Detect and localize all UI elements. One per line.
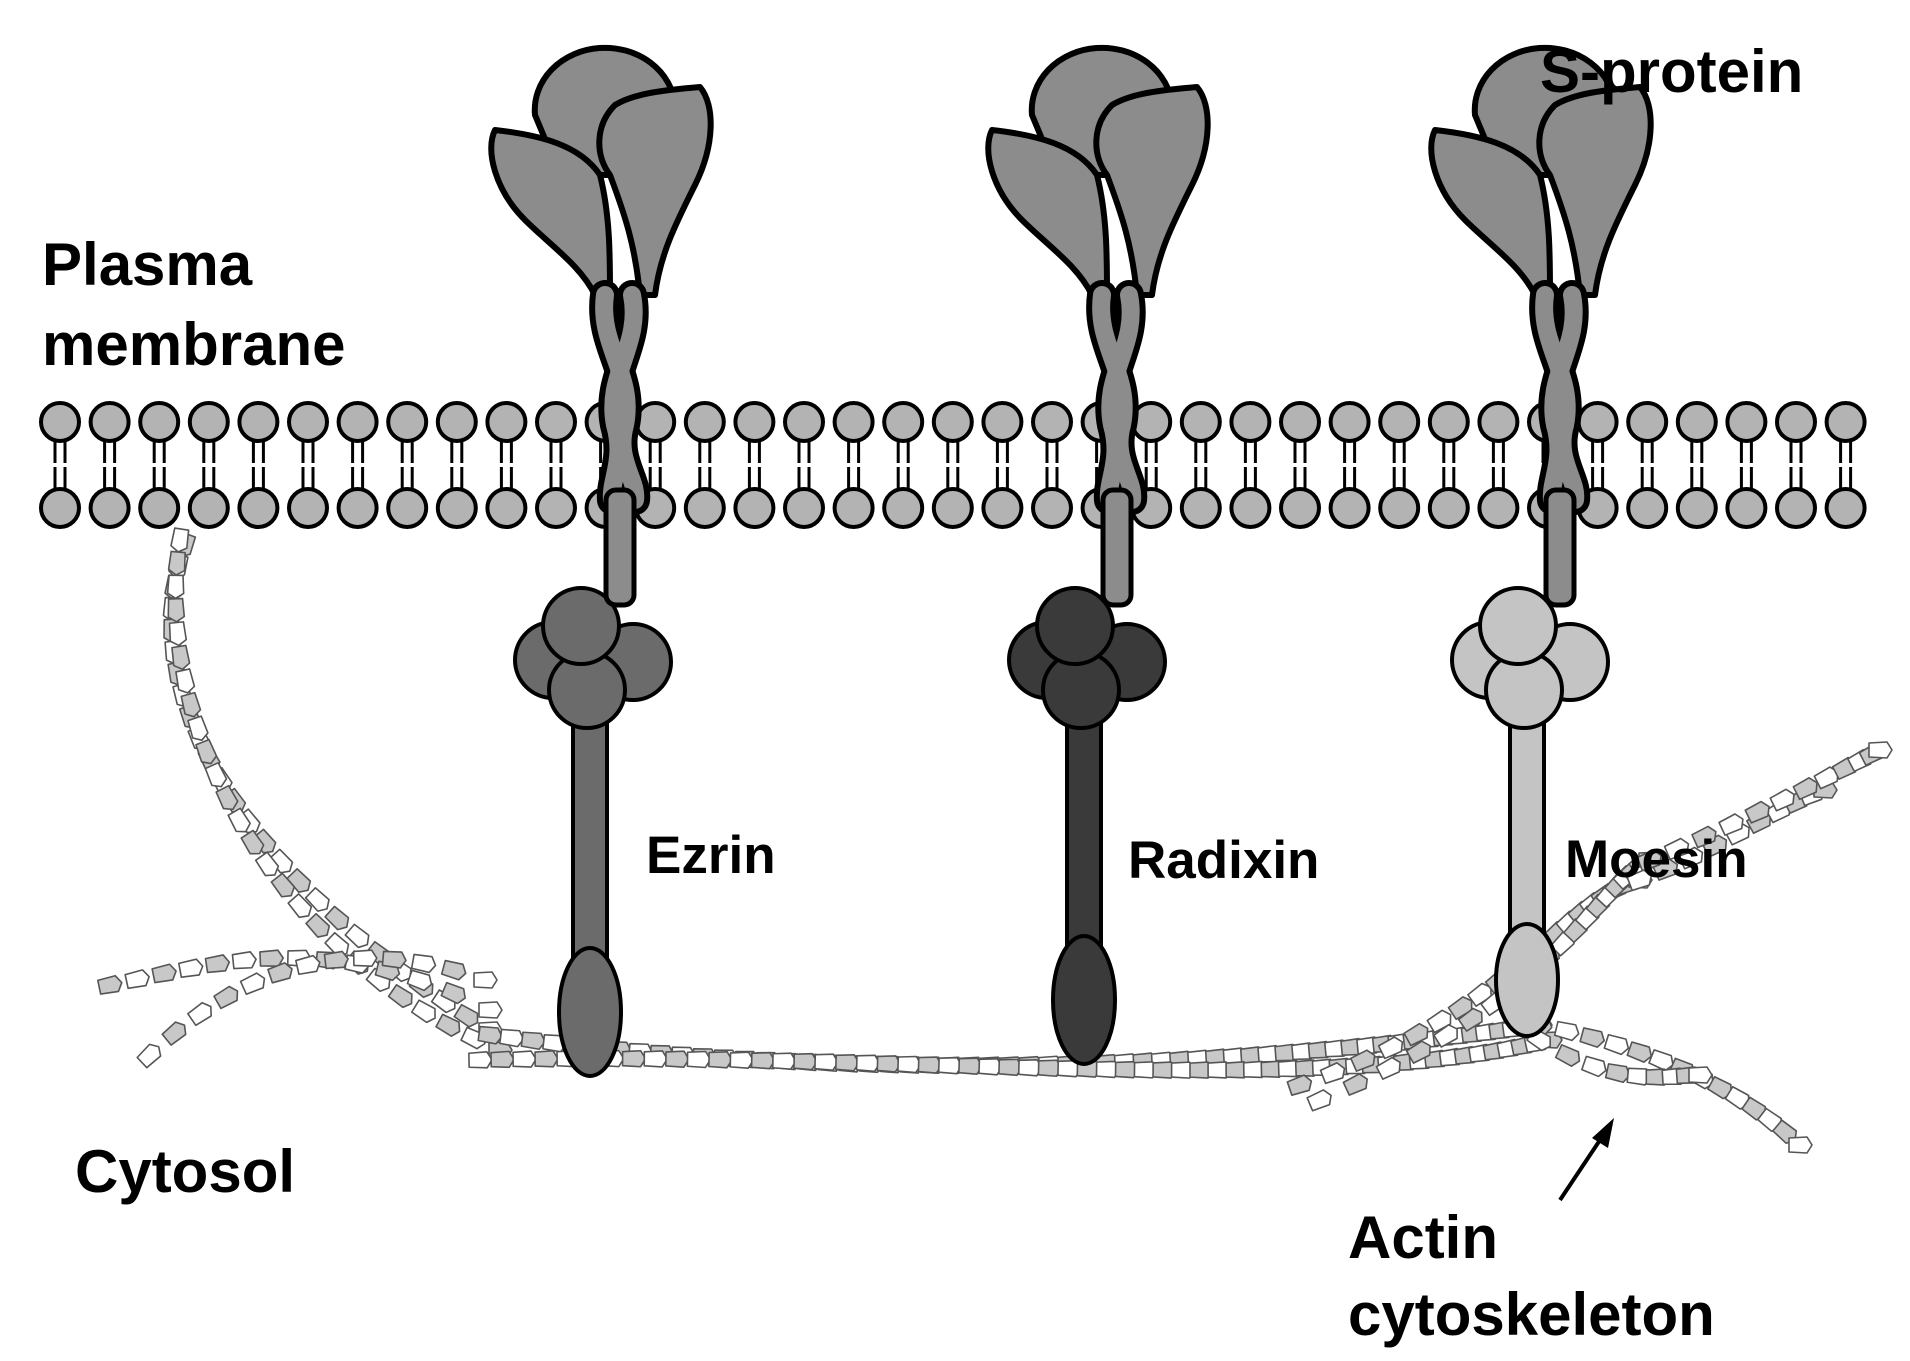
actin-monomer-icon bbox=[1342, 1070, 1372, 1097]
actin-monomer-icon bbox=[686, 1050, 712, 1069]
phospholipid-icon bbox=[485, 401, 528, 529]
phospholipid-icon bbox=[1477, 401, 1520, 529]
s-protein-label: S-protein bbox=[1540, 38, 1803, 105]
phospholipid-icon bbox=[1179, 401, 1222, 529]
actin-monomer-icon bbox=[239, 970, 269, 996]
phospholipid-icon bbox=[981, 401, 1024, 529]
actin-monomer-icon bbox=[855, 1053, 881, 1073]
actin-monomer-icon bbox=[665, 1050, 690, 1069]
actin-monomer-icon bbox=[167, 620, 188, 648]
plasma-membrane-bilayer bbox=[39, 401, 1867, 529]
actin-monomer-icon bbox=[231, 950, 258, 971]
actin-monomer-icon bbox=[151, 962, 179, 985]
radixin-label: Radixin bbox=[1128, 831, 1319, 890]
actin-monomer-icon bbox=[160, 1018, 191, 1047]
actin-monomer-icon bbox=[166, 574, 185, 600]
actin-monomer-icon bbox=[352, 949, 378, 968]
actin-monomer-icon bbox=[534, 1049, 559, 1068]
plasma-membrane-label-line1: Plasma bbox=[42, 231, 253, 298]
phospholipid-icon bbox=[386, 401, 429, 529]
phospholipid-icon bbox=[832, 401, 875, 529]
actin-monomer-icon bbox=[793, 1052, 819, 1071]
actin-monomer-icon bbox=[1554, 1043, 1584, 1070]
cytosol-label: Cytosol bbox=[75, 1138, 295, 1205]
phospholipid-icon bbox=[39, 401, 81, 529]
actin-monomer-icon bbox=[814, 1052, 840, 1072]
actin-monomer-icon bbox=[1868, 741, 1893, 759]
phospholipid-icon bbox=[1328, 401, 1371, 529]
phospholipid-icon bbox=[287, 401, 329, 529]
plasma-membrane-label-line2: membrane bbox=[42, 311, 345, 378]
actin-monomer-icon bbox=[186, 999, 217, 1027]
ezrin-label: Ezrin bbox=[646, 826, 776, 885]
radixin-protein bbox=[1007, 586, 1167, 1066]
actin-monomer-icon bbox=[750, 1051, 776, 1070]
phospholipid-icon bbox=[1229, 401, 1272, 529]
actin-monomer-icon bbox=[440, 958, 469, 982]
actin-monomer-icon bbox=[512, 1050, 538, 1069]
phospholipid-icon bbox=[1725, 401, 1768, 529]
actin-monomer-icon bbox=[410, 952, 438, 975]
phospholipid-icon bbox=[733, 401, 776, 529]
pointer-arrow-icon bbox=[1558, 1118, 1614, 1202]
actin-monomer-icon bbox=[473, 971, 498, 989]
phospholipid-icon bbox=[138, 401, 181, 529]
phospholipid-icon bbox=[1626, 401, 1669, 529]
phospholipid-icon bbox=[1824, 401, 1867, 529]
actin-monomer-icon bbox=[490, 1050, 516, 1069]
actin-monomer-icon bbox=[478, 1001, 503, 1019]
moesin-protein bbox=[1450, 586, 1610, 1038]
phospholipid-icon bbox=[1775, 401, 1817, 529]
actin-monomer-icon bbox=[1603, 1032, 1632, 1057]
phospholipid-icon bbox=[783, 401, 825, 529]
actin-monomer-icon bbox=[708, 1050, 733, 1069]
actin-monomer-icon bbox=[1580, 1054, 1610, 1079]
phospholipid-icon bbox=[1031, 401, 1073, 529]
actin-monomer-icon bbox=[135, 1040, 166, 1070]
phospholipid-icon bbox=[435, 401, 478, 529]
ezrin-protein bbox=[513, 586, 673, 1078]
phospholipid-icon bbox=[931, 401, 974, 529]
actin-monomer-icon bbox=[771, 1051, 797, 1071]
phospholipid-icon bbox=[535, 401, 577, 529]
actin-monomer-icon bbox=[1579, 1026, 1608, 1050]
actin-cytoskeleton-label-line1: Actin bbox=[1348, 1204, 1498, 1271]
actin-monomer-icon bbox=[212, 983, 243, 1011]
actin-monomer-icon bbox=[1305, 1087, 1335, 1113]
actin-monomer-icon bbox=[834, 1053, 861, 1072]
phospholipid-icon bbox=[336, 401, 379, 529]
phospholipid-icon bbox=[1378, 401, 1421, 529]
actin-monomer-icon bbox=[729, 1051, 755, 1070]
phospholipid-icon bbox=[187, 401, 230, 529]
actin-monomer-icon bbox=[621, 1049, 647, 1068]
actin-monomer-icon bbox=[520, 1030, 547, 1051]
phospholipid-icon bbox=[683, 401, 726, 529]
actin-monomer-icon bbox=[204, 953, 232, 975]
actin-monomer-icon bbox=[166, 597, 186, 623]
actin-monomer-icon bbox=[177, 957, 205, 979]
actin-cytoskeleton-label-line2: cytoskeleton bbox=[1348, 1281, 1715, 1348]
phospholipid-icon bbox=[1427, 401, 1470, 529]
actin-monomer-icon bbox=[1688, 1066, 1713, 1084]
actin-monomer-icon bbox=[124, 968, 152, 991]
phospholipid-icon bbox=[1279, 401, 1321, 529]
phospholipid-icon bbox=[882, 401, 925, 529]
moesin-label: Moesin bbox=[1565, 830, 1748, 889]
actin-monomer-icon bbox=[468, 1050, 493, 1070]
phospholipid-icon bbox=[88, 401, 131, 529]
actin-monomer-icon bbox=[643, 1050, 669, 1068]
actin-monomer-icon bbox=[1788, 1136, 1813, 1154]
phospholipid-icon bbox=[1675, 401, 1718, 529]
actin-monomer-icon bbox=[96, 973, 125, 996]
phospholipid-icon bbox=[237, 401, 280, 529]
